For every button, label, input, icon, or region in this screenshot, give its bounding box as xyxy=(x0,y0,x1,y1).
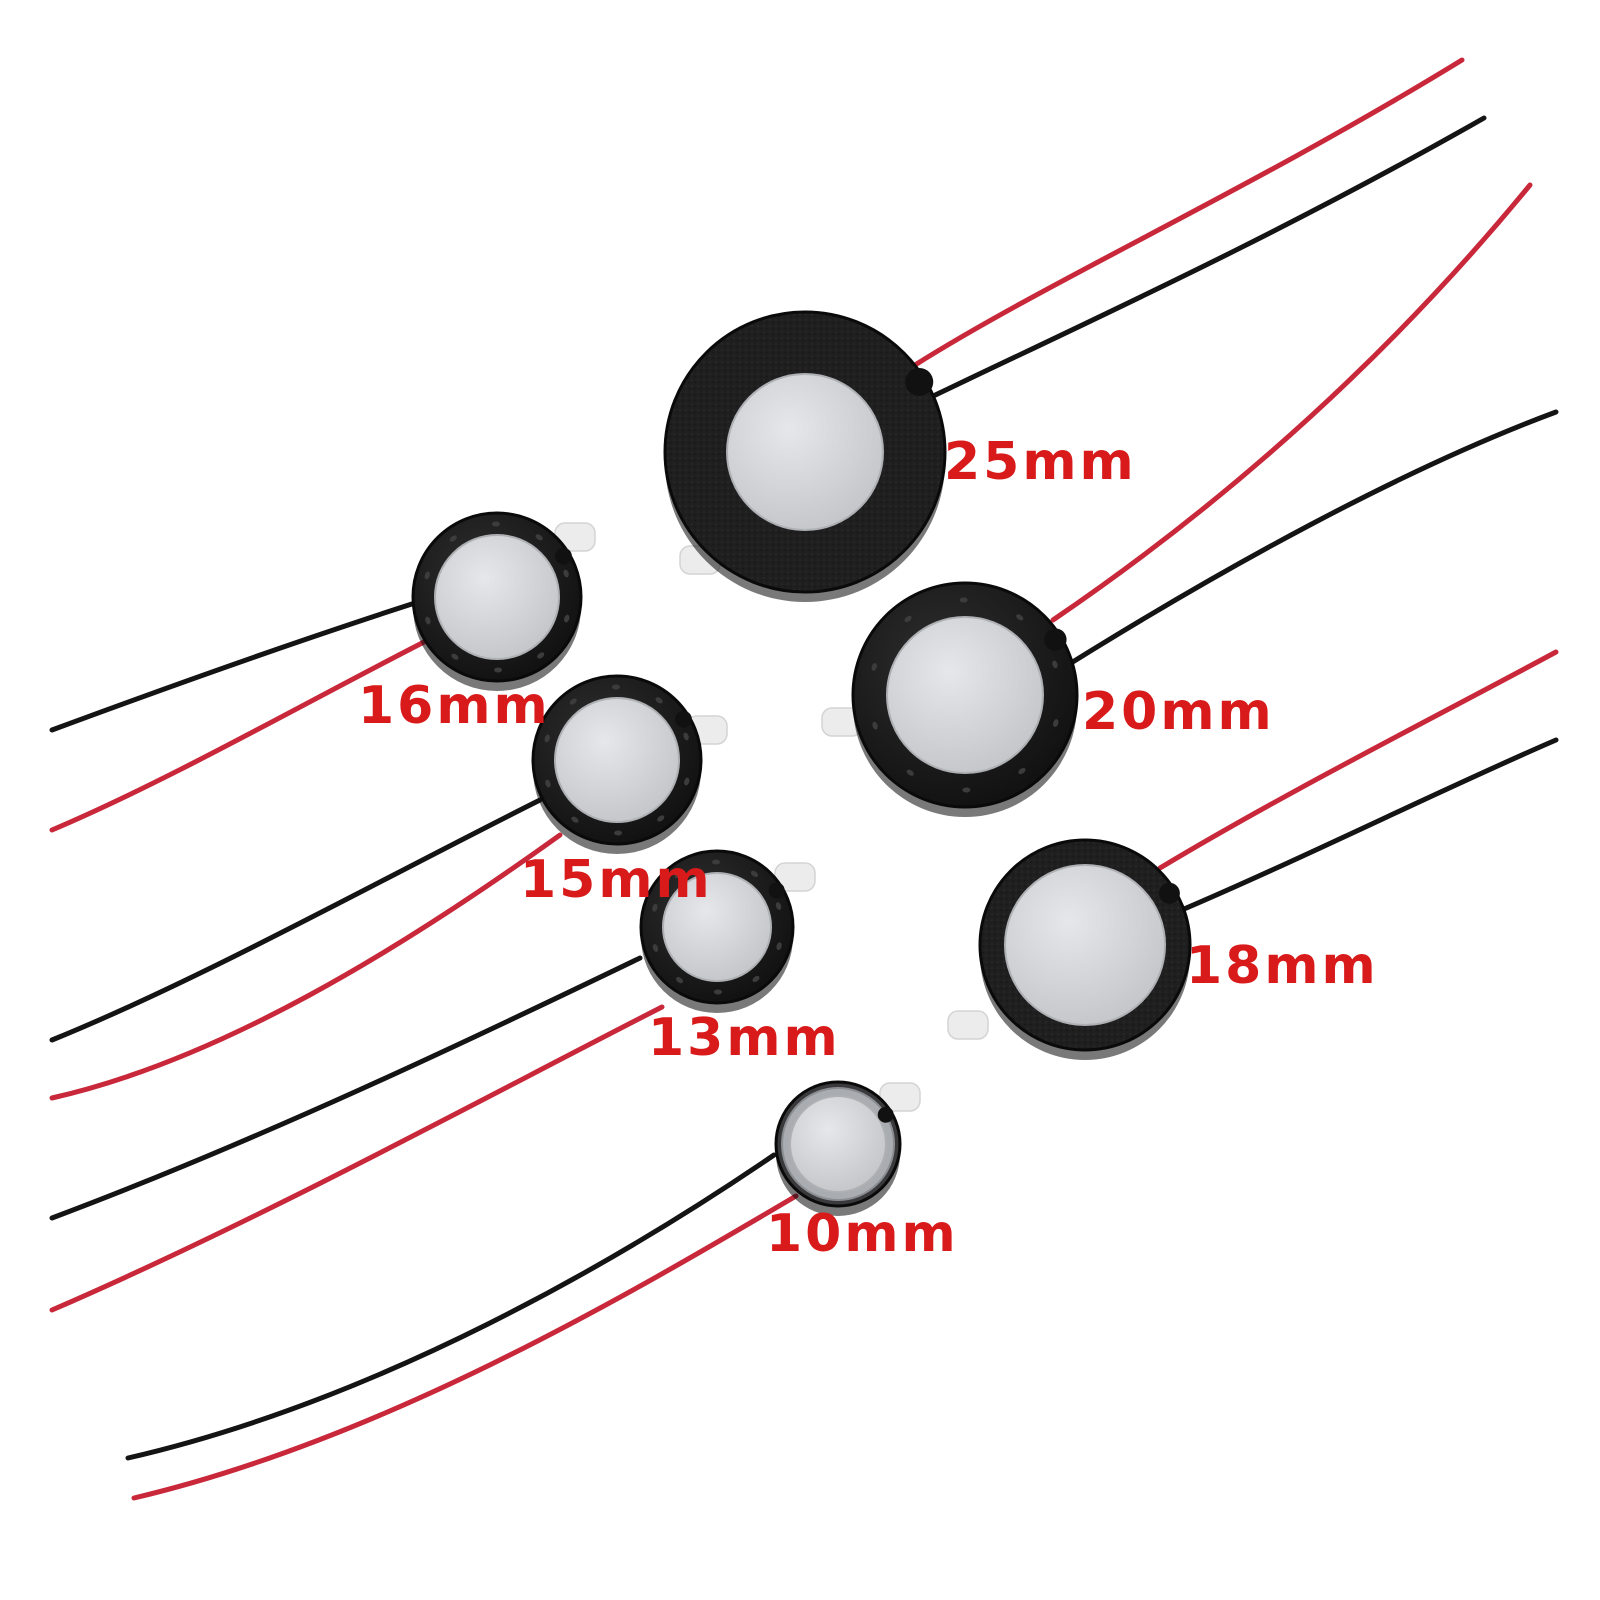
grille-slot xyxy=(655,697,663,704)
size-label-20mm: 20mm xyxy=(1082,682,1275,742)
diaphragm xyxy=(789,1095,887,1193)
grille-slot xyxy=(564,614,570,623)
grille-slot xyxy=(611,684,620,690)
grille-slot xyxy=(871,663,877,671)
grille-slot xyxy=(674,871,682,879)
speaker-16mm xyxy=(411,511,596,691)
adhesive-tab xyxy=(947,1010,989,1040)
grille-slot xyxy=(537,652,545,659)
grille-slot xyxy=(906,769,914,776)
speaker-15mm xyxy=(531,674,728,854)
diaphragm xyxy=(554,697,680,823)
grille-slot xyxy=(535,534,543,541)
grille-slot xyxy=(563,569,569,578)
wire-black-18mm xyxy=(1167,737,1559,918)
wire-black-15mm xyxy=(49,797,543,1043)
wire-red-18mm xyxy=(1157,649,1559,871)
solder-terminal xyxy=(768,882,785,899)
grille-slot xyxy=(652,903,658,912)
diaphragm xyxy=(886,616,1044,774)
solder-terminal xyxy=(675,710,692,728)
grille-slot xyxy=(962,787,971,793)
grille-slot xyxy=(545,779,551,788)
grille-slot xyxy=(614,830,623,836)
wire-red-20mm xyxy=(1050,182,1533,623)
size-label-15mm: 15mm xyxy=(520,850,713,910)
housing-edge xyxy=(776,1144,900,1216)
grille-slot xyxy=(425,616,431,625)
diaphragm xyxy=(1004,864,1166,1026)
speaker-20mm xyxy=(821,581,1079,817)
wire-red-10mm xyxy=(131,1193,799,1501)
grille-slot xyxy=(675,977,684,984)
grille-slot xyxy=(1016,614,1024,621)
wire-red-13mm xyxy=(49,1004,665,1313)
grille-slot xyxy=(491,521,500,527)
solder-terminal xyxy=(1158,882,1180,904)
grille-slot xyxy=(872,721,878,730)
grille-slot xyxy=(776,942,782,951)
speaker-25mm xyxy=(663,310,947,602)
wire-red-25mm xyxy=(912,57,1465,368)
speaker-10mm xyxy=(774,1080,921,1216)
grille-slot xyxy=(571,816,579,823)
grille-slot xyxy=(775,902,782,910)
grille-slot xyxy=(683,732,689,741)
grille-slot xyxy=(713,989,722,995)
grille-slot xyxy=(449,535,457,542)
diaphragm xyxy=(662,872,772,982)
wire-black-13mm xyxy=(49,955,643,1221)
grille-slot xyxy=(1018,767,1026,775)
solder-terminal xyxy=(877,1106,894,1123)
grille-slot xyxy=(712,859,721,865)
size-label-18mm: 18mm xyxy=(1186,936,1379,996)
diaphragm xyxy=(434,534,560,660)
size-label-25mm: 25mm xyxy=(944,432,1137,492)
size-label-13mm: 13mm xyxy=(648,1008,841,1068)
grille-slot xyxy=(684,777,690,786)
grille-slot xyxy=(424,571,430,580)
grille-slot xyxy=(1052,660,1058,669)
grille-slot xyxy=(494,667,503,673)
solder-terminal xyxy=(1044,628,1067,651)
size-label-16mm: 16mm xyxy=(358,676,551,736)
speaker-13mm xyxy=(639,849,816,1013)
grille-slot xyxy=(652,944,659,952)
wire-black-25mm xyxy=(922,115,1487,403)
grille-slot xyxy=(657,815,665,822)
wire-black-10mm xyxy=(125,1152,777,1461)
speaker-18mm xyxy=(947,838,1192,1060)
grille-slot xyxy=(1053,719,1059,727)
wire-red-15mm xyxy=(49,832,563,1101)
solder-terminal xyxy=(555,547,572,565)
grille-slot xyxy=(750,870,759,877)
speakers xyxy=(411,310,1192,1216)
wire-black-20mm xyxy=(1060,409,1559,671)
wire-black-16mm xyxy=(49,599,421,733)
grille-slot xyxy=(752,975,760,983)
grille-slot xyxy=(904,615,912,623)
size-label-10mm: 10mm xyxy=(766,1204,959,1264)
solder-terminal xyxy=(905,367,934,396)
grille-slot xyxy=(959,597,968,603)
grille-slot xyxy=(544,734,550,743)
grille-slot xyxy=(451,653,459,660)
wires xyxy=(49,57,1559,1501)
grille-slot xyxy=(569,698,577,705)
diaphragm xyxy=(726,373,884,531)
wire-red-16mm xyxy=(49,637,431,833)
